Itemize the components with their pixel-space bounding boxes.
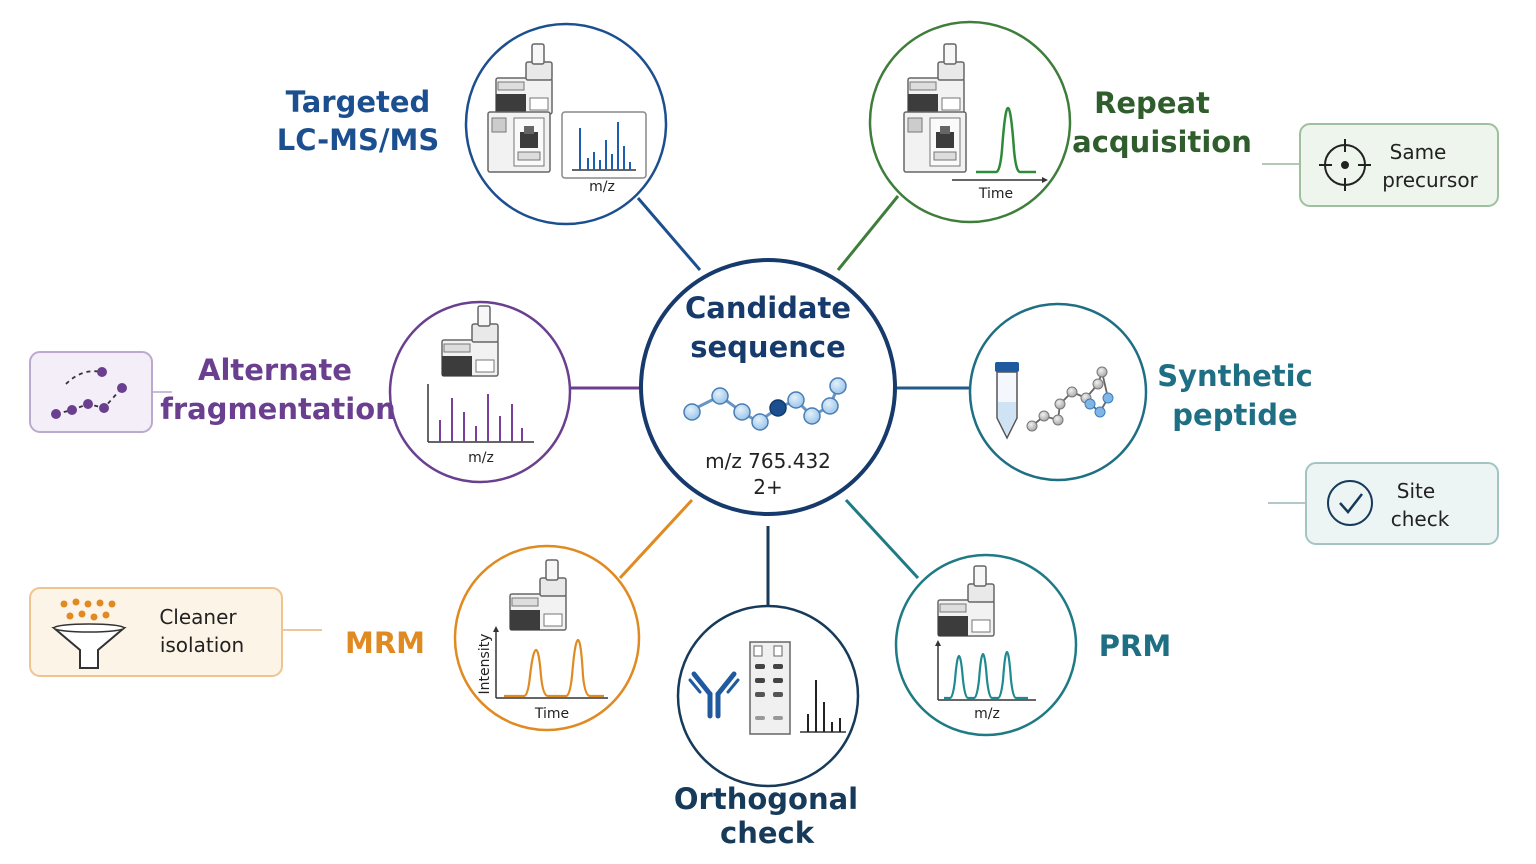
center-title-line2: sequence <box>690 330 846 364</box>
connector-targeted <box>636 197 702 271</box>
orthogonal-label-line1: Orthogonal <box>674 782 858 816</box>
spectrum-icon: m/z <box>935 640 1036 722</box>
targeted-label-line1: Targeted <box>286 85 431 119</box>
lc-unit-icon <box>487 111 551 173</box>
connector-mrm <box>618 498 694 580</box>
targeted-label-line2: LC-MS/MS <box>277 123 440 157</box>
spectrum-icon: m/z <box>427 384 534 466</box>
connector-prm <box>844 498 920 580</box>
box-site-check: Site check <box>1305 462 1499 545</box>
alternate-axis-x: m/z <box>468 450 494 466</box>
gel-blot-icon <box>749 641 791 735</box>
antibody-icon <box>688 671 740 719</box>
chromatogram-icon: Intensity Time <box>477 626 608 722</box>
mrm-axis-x: Time <box>534 706 569 722</box>
synthetic-label-line1: Synthetic <box>1157 359 1313 393</box>
prm-label: PRM <box>1099 629 1171 663</box>
center-title-line1: Candidate <box>685 291 851 325</box>
node-repeat-acquisition: Time Repeat acquisition <box>868 20 1252 224</box>
cleaner-isolation-line1: Cleaner <box>159 605 237 629</box>
same-precursor-line1: Same <box>1390 140 1447 164</box>
synthetic-label-line2: peptide <box>1172 398 1297 432</box>
center-node: Candidate sequence m/z 765.432 2+ <box>639 258 897 516</box>
lc-unit-icon <box>903 111 967 173</box>
peptide-chain-icon <box>683 377 847 431</box>
box-cleaner-isolation: Cleaner isolation <box>29 587 283 677</box>
connectors <box>152 163 1306 631</box>
prm-axis-x: m/z <box>974 706 1000 722</box>
box-alternate-path <box>29 351 153 433</box>
vial-icon <box>995 362 1019 440</box>
alternate-label-line2: fragmentation <box>160 392 396 426</box>
box-same-precursor: Same precursor <box>1299 123 1499 207</box>
repeat-label-line2: acquisition <box>1072 125 1252 159</box>
node-synthetic-peptide: Synthetic peptide <box>968 302 1313 482</box>
node-alternate-fragmentation: m/z Alternate fragmentation <box>160 300 572 484</box>
site-check-line2: check <box>1391 507 1450 531</box>
checkmark-icon <box>1327 480 1373 526</box>
node-mrm: Intensity Time MRM <box>345 544 641 732</box>
spectrum-icon <box>800 680 846 733</box>
orthogonal-label-line2: check <box>720 816 815 850</box>
node-targeted-lcmsms: m/z Targeted LC-MS/MS <box>277 22 668 226</box>
targeted-axis-x: m/z <box>589 179 615 195</box>
chromatogram-icon: Time <box>952 106 1048 202</box>
dotted-path-icon <box>51 367 127 419</box>
spectrum-icon: m/z <box>561 111 647 195</box>
alternate-label-line1: Alternate <box>198 353 352 387</box>
connector-repeat <box>836 195 900 271</box>
mrm-label: MRM <box>345 626 425 660</box>
center-mz: m/z 765.432 <box>705 449 831 473</box>
repeat-label-line1: Repeat <box>1094 86 1210 120</box>
center-charge: 2+ <box>753 475 782 499</box>
peptide-chain-icon <box>1026 366 1114 432</box>
node-prm: m/z PRM <box>894 553 1171 737</box>
cleaner-isolation-line2: isolation <box>160 633 244 657</box>
mrm-axis-y: Intensity <box>477 634 493 695</box>
same-precursor-line2: precursor <box>1382 168 1478 192</box>
funnel-icon <box>51 598 127 669</box>
node-orthogonal-check: Orthogonal check <box>674 604 860 850</box>
repeat-axis-x: Time <box>978 186 1013 202</box>
site-check-line1: Site <box>1397 479 1435 503</box>
crosshair-icon <box>1319 139 1371 191</box>
